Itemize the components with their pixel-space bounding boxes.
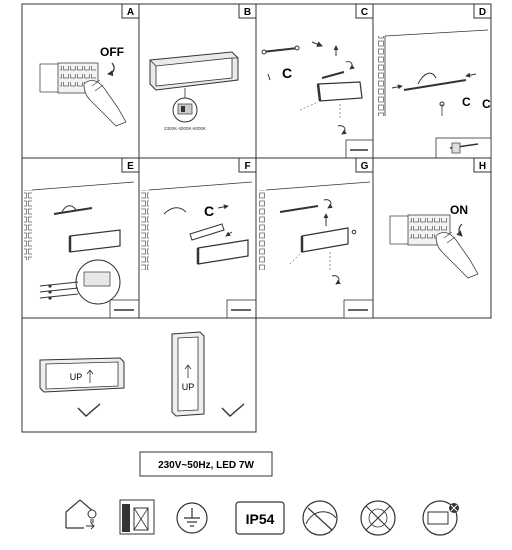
panel-d-letter: D bbox=[479, 7, 486, 18]
panel-a-letter: A bbox=[127, 7, 134, 18]
ip-rating-icon: IP54 bbox=[235, 501, 285, 535]
up-label-vertical: UP bbox=[182, 382, 195, 392]
led-not-replaceable-icon bbox=[360, 500, 396, 536]
horizontal-mount-illustration: UP bbox=[39, 357, 125, 393]
tool-inset bbox=[345, 139, 374, 159]
rotate-arrow-icon bbox=[323, 199, 333, 209]
up-arrow-icon bbox=[86, 369, 94, 383]
panel-d: D C C bbox=[372, 3, 492, 159]
spec-text: 230V~50Hz, LED 7W bbox=[158, 460, 254, 471]
panel-c: C C bbox=[255, 3, 374, 159]
rotate-arrow-icon bbox=[345, 61, 355, 70]
luminaire-body bbox=[316, 81, 363, 102]
panel-c-letter: C bbox=[361, 7, 368, 18]
checkmark-icon bbox=[221, 403, 245, 417]
indoor-use-icon bbox=[65, 499, 97, 530]
tool-inset bbox=[226, 299, 257, 319]
rotate-arrow-icon bbox=[107, 62, 115, 77]
vertical-mount-illustration: UP bbox=[171, 331, 205, 417]
hand-switch-on-icon bbox=[435, 231, 479, 279]
ip-rating-label: IP54 bbox=[246, 511, 275, 527]
orientation-panel: UP UP bbox=[21, 317, 257, 433]
mounting-bracket bbox=[261, 47, 299, 53]
screw-turn-icon: C bbox=[462, 95, 471, 109]
cct-caption: 2300K-4000K-6000K bbox=[164, 126, 206, 131]
luminaire-body bbox=[300, 227, 349, 253]
spec-box: 230V~50Hz, LED 7W bbox=[139, 451, 273, 477]
symbol-row: IP54 bbox=[65, 499, 459, 536]
panel-f-letter: F bbox=[244, 161, 250, 172]
panel-h-action-label: ON bbox=[450, 203, 468, 217]
panel-e: E bbox=[21, 157, 140, 319]
screw-turn-icon: C bbox=[204, 203, 214, 219]
screw-turn-icon: C bbox=[282, 65, 292, 81]
wall-section bbox=[141, 190, 149, 270]
panel-a-action-label: OFF bbox=[100, 45, 124, 59]
rotate-arrow-icon bbox=[331, 275, 341, 285]
wall-section bbox=[377, 36, 385, 116]
tool-inset bbox=[109, 299, 140, 319]
panel-g-letter: G bbox=[361, 161, 369, 172]
driver-not-replaceable-icon bbox=[422, 500, 459, 536]
protective-earth-icon bbox=[176, 502, 208, 534]
wall-mount-icon bbox=[119, 499, 155, 535]
drill-inset bbox=[435, 137, 492, 159]
screw-turn-icon: C bbox=[482, 97, 491, 111]
rotate-arrow-icon bbox=[456, 223, 463, 237]
panel-e-letter: E bbox=[127, 161, 134, 172]
wall-section bbox=[24, 190, 32, 260]
panel-a: A OFF bbox=[21, 3, 140, 159]
wall-section bbox=[258, 190, 266, 270]
up-arrow-icon bbox=[184, 364, 192, 378]
luminaire-illustration bbox=[149, 51, 239, 91]
up-label-horizontal: UP bbox=[70, 372, 83, 382]
no-dimmer-icon bbox=[302, 500, 338, 536]
checkmark-icon bbox=[77, 403, 101, 417]
luminaire-body bbox=[68, 229, 121, 253]
panel-b: B 2300K-4000K-6000K bbox=[138, 3, 257, 159]
panel-f: F C bbox=[138, 157, 257, 319]
mounting-bracket bbox=[403, 79, 467, 91]
tool-inset bbox=[343, 299, 374, 319]
panel-h-letter: H bbox=[479, 161, 486, 172]
luminaire-body bbox=[196, 239, 249, 265]
panel-h: H ON bbox=[372, 157, 492, 319]
rotate-arrow-icon bbox=[337, 125, 347, 135]
hand-switch-off-icon bbox=[83, 79, 127, 127]
panel-b-letter: B bbox=[244, 7, 251, 18]
panel-g: G bbox=[255, 157, 374, 319]
